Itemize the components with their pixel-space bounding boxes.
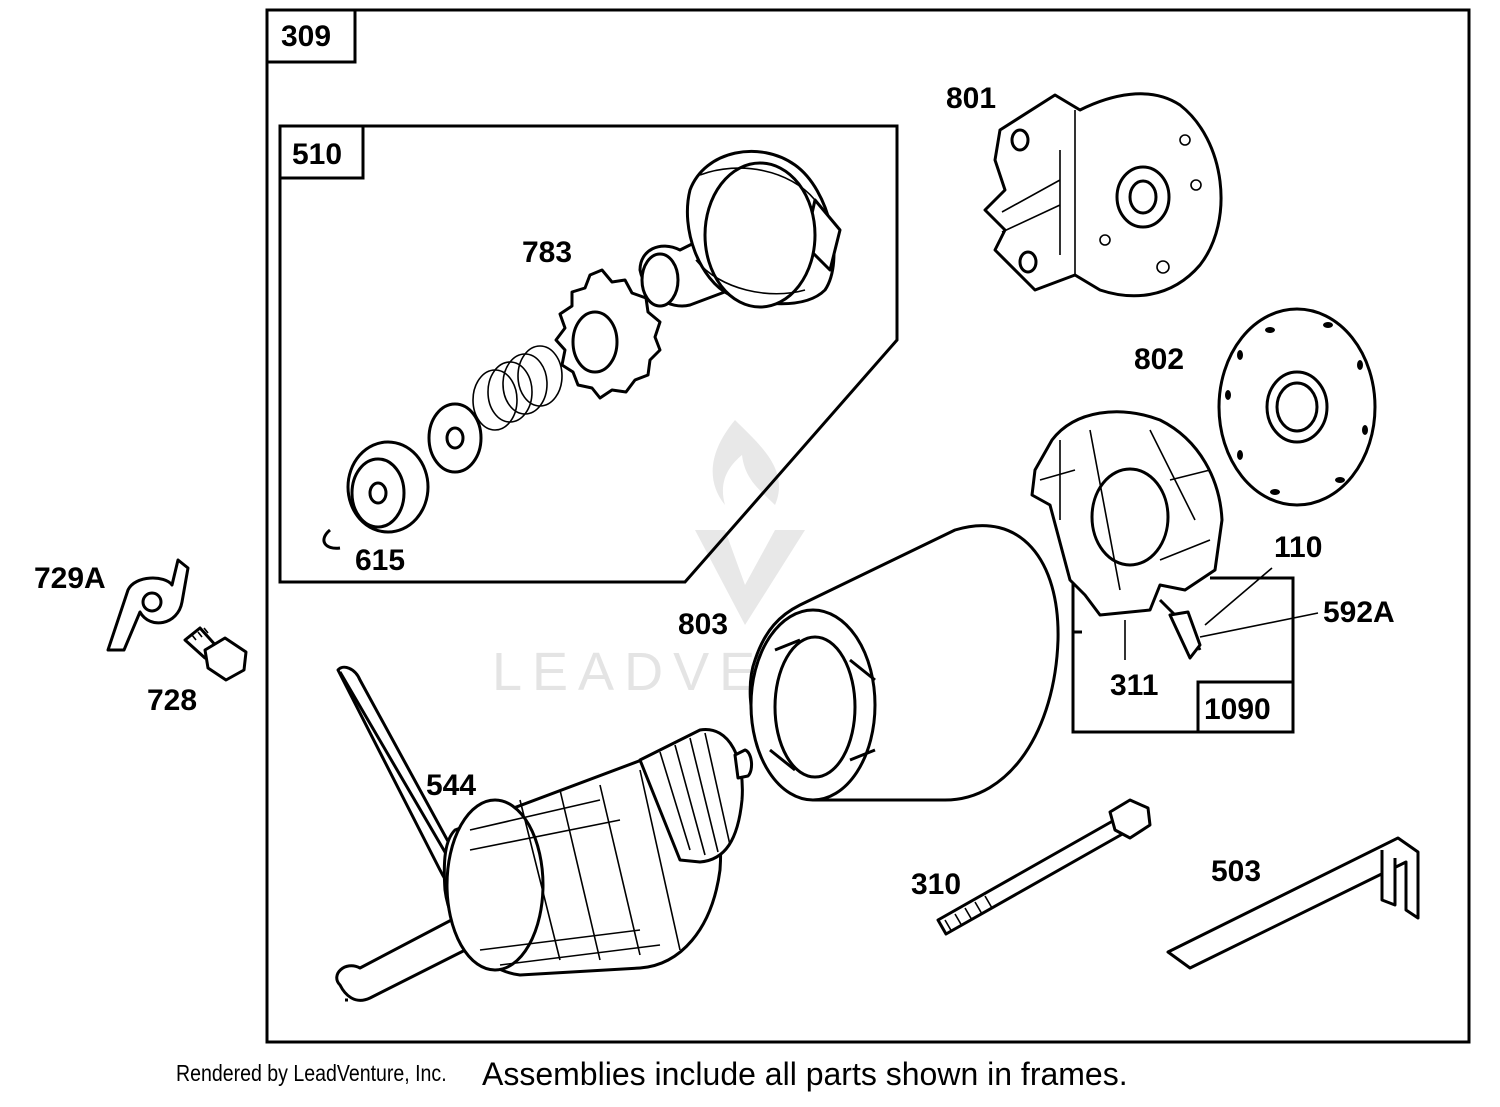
callout-802: 802	[1134, 343, 1184, 376]
pinion-gear-783	[554, 268, 662, 400]
frame-1090-label: 1090	[1204, 693, 1271, 726]
callout-110: 110	[1274, 531, 1322, 564]
frame-1090: 1090	[1071, 576, 1295, 734]
drive-housing	[638, 149, 842, 309]
strap-503	[1166, 836, 1420, 970]
callout-615: 615	[355, 544, 405, 577]
spring	[472, 345, 563, 431]
callout-592a: 592A	[1323, 596, 1395, 629]
footer-note: Assemblies include all parts shown in fr…	[482, 1056, 1128, 1092]
armature-544	[335, 665, 754, 1002]
callout-311: 311	[1110, 669, 1158, 702]
callout-544: 544	[426, 769, 476, 802]
frame-510: 510	[278, 124, 899, 584]
retainer-615	[322, 440, 430, 550]
callout-801: 801	[946, 82, 996, 115]
footer-credit: Rendered by LeadVenture, Inc.	[176, 1060, 447, 1086]
leader-lines	[1124, 567, 1319, 660]
bolt-310	[936, 798, 1152, 936]
callout-783: 783	[522, 236, 572, 269]
brush-holder-1090	[1030, 410, 1224, 660]
end-plate-802	[1217, 307, 1377, 507]
frame-309-label: 309	[281, 20, 331, 53]
housing-803	[748, 524, 1060, 802]
bracket-729a	[106, 558, 190, 652]
washer	[427, 402, 483, 474]
callout-310: 310	[911, 868, 961, 901]
plate-801	[983, 92, 1223, 298]
frame-309: 309	[265, 8, 1471, 1044]
frame-510-label: 510	[292, 138, 342, 171]
footer: Rendered by LeadVenture, Inc. Assemblies…	[176, 1056, 1376, 1100]
callout-503: 503	[1211, 855, 1261, 888]
callout-803: 803	[678, 608, 728, 641]
callout-728: 728	[147, 684, 197, 717]
screw-728	[183, 626, 248, 682]
callout-729a: 729A	[34, 562, 106, 595]
